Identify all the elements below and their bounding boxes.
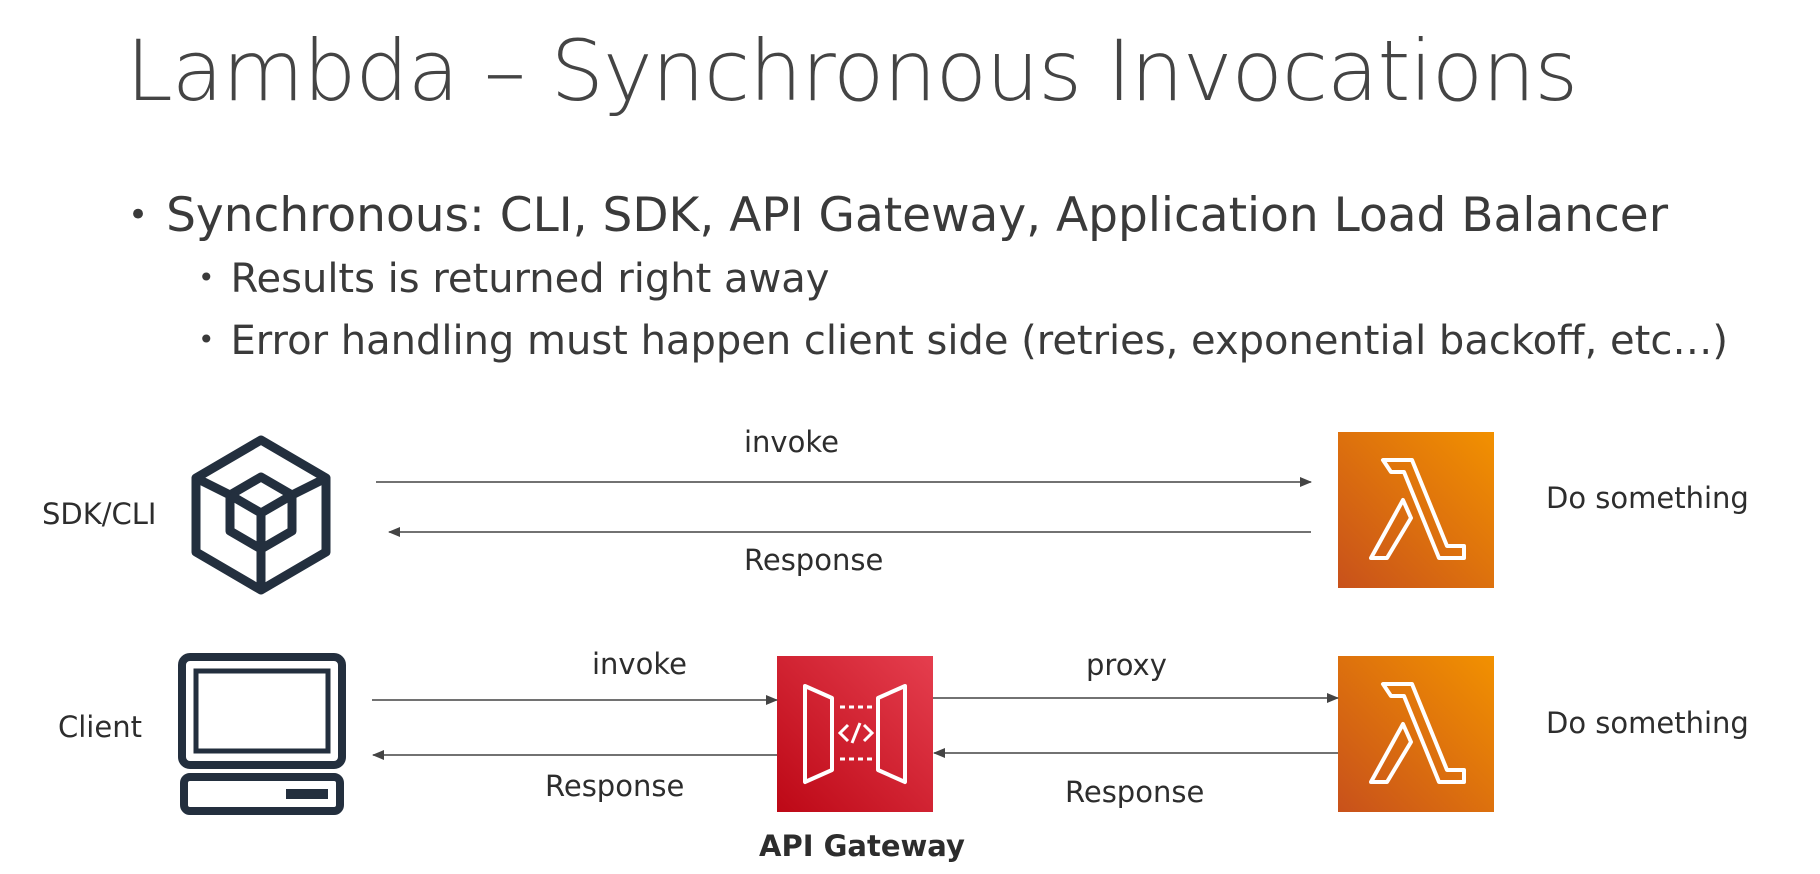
sdk-cube-icon [191, 435, 331, 595]
invoke-label: invoke [744, 425, 839, 459]
proxy-response-label: Response [1065, 775, 1205, 809]
invoke-label: invoke [592, 647, 687, 681]
lambda-icon [1338, 656, 1494, 812]
api-gateway-icon [777, 656, 933, 812]
do-something-label: Do something [1546, 481, 1749, 515]
bullet-dot: • [198, 260, 215, 294]
slide-title: Lambda – Synchronous Invocations [126, 22, 1578, 120]
bullet-level2: • Error handling must happen client side … [198, 318, 1728, 364]
computer-client-icon [178, 653, 346, 815]
response-label: Response [744, 543, 884, 577]
response-label: Response [545, 769, 685, 803]
do-something-label: Do something [1546, 706, 1749, 740]
lambda-icon [1338, 432, 1494, 588]
sdk-cli-label: SDK/CLI [42, 497, 157, 531]
bullet-level2: • Results is returned right away [198, 256, 829, 302]
bullet-level1: • Synchronous: CLI, SDK, API Gateway, App… [128, 188, 1668, 243]
api-gateway-label: API Gateway [759, 829, 965, 863]
bullet-dot: • [198, 322, 215, 356]
bullet-dot: • [128, 194, 149, 235]
client-label: Client [58, 710, 142, 744]
bullet-text: Results is returned right away [230, 256, 830, 302]
bullet-text: Error handling must happen client side (… [230, 318, 1728, 364]
proxy-label: proxy [1086, 648, 1167, 682]
bullet-text: Synchronous: CLI, SDK, API Gateway, Appl… [166, 188, 1669, 243]
